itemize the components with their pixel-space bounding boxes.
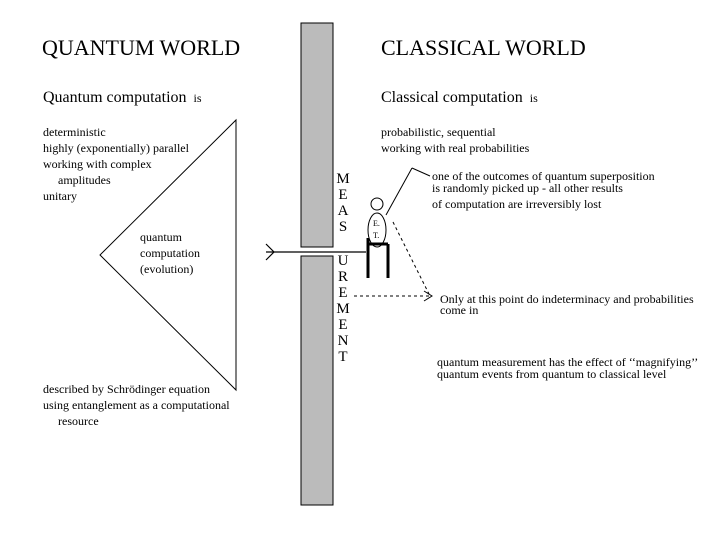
measurement-letter: E <box>338 317 348 333</box>
quantum-computation-triangle <box>99 118 237 392</box>
quantum-world-title: QUANTUM WORLD <box>42 35 241 60</box>
measurement-letter: E <box>338 187 348 203</box>
measurement-letter: T <box>338 349 348 365</box>
measurement-letter: U <box>337 253 349 269</box>
outcome-note-0: one of the outcomes of quantum superposi… <box>432 169 655 183</box>
outcome-pointer-line <box>411 167 431 177</box>
dashed-diagonal <box>392 221 431 297</box>
triangle-label-1: computation <box>140 246 200 260</box>
measurement-letter: M <box>336 171 350 187</box>
observer-badge-line-0: E. <box>373 219 380 228</box>
indeterminacy-note-1: come in <box>440 303 479 317</box>
arrowhead-right-icon <box>423 290 433 302</box>
measurement-wall-upper <box>300 22 334 248</box>
magnify-note-1: quantum events from quantum to classical… <box>437 367 667 381</box>
quantum-subtitle-is: is <box>193 91 202 105</box>
quantum-bottom-2: resource <box>58 414 99 428</box>
triangle-label-0: quantum <box>140 230 182 244</box>
quantum-property-3: amplitudes <box>58 173 111 187</box>
measurement-letter: N <box>337 333 349 349</box>
measurement-letter: E <box>338 285 348 301</box>
quantum-property-0: deterministic <box>43 125 106 139</box>
classical-subtitle-text: Classical computation <box>381 89 523 106</box>
measurement-letter: M <box>336 301 350 317</box>
outcome-note-1: is randomly picked up - all other result… <box>432 181 623 195</box>
measurement-letter: A <box>337 203 349 219</box>
classical-world-title: CLASSICAL WORLD <box>381 35 586 60</box>
quantum-bottom-1: using entanglement as a computational <box>43 398 230 412</box>
quantum-bottom-0: described by Schrödinger equation <box>43 382 210 396</box>
measurement-letter: R <box>337 269 348 285</box>
measurement-wall-lower <box>300 255 334 506</box>
magnify-note-0: quantum measurement has the effect of ‘‘… <box>437 355 699 369</box>
quantum-subtitle-text: Quantum computation <box>43 89 187 106</box>
measurement-letter: S <box>338 219 348 235</box>
indeterminacy-note-0: Only at this point do indeterminacy and … <box>440 292 694 306</box>
observer-badge-line-1: T. <box>373 231 380 240</box>
observer-to-outcome-line <box>385 167 413 216</box>
classical-property-0: probabilistic, sequential <box>381 125 496 139</box>
outcome-note-2: of computation are irreversibly lost <box>432 197 602 211</box>
observer-figure <box>366 197 390 278</box>
quantum-property-1: highly (exponentially) parallel <box>43 141 189 155</box>
classical-subtitle-is: is <box>529 91 538 105</box>
classical-computation-subtitle: Classical computation is <box>381 90 538 106</box>
quantum-property-2: working with complex <box>43 157 152 171</box>
quantum-property-4: unitary <box>43 189 77 203</box>
arrowhead-left-icon <box>265 243 275 261</box>
triangle-label-2: (evolution) <box>140 262 194 276</box>
classical-property-1: working with real probabilities <box>381 141 530 155</box>
quantum-computation-subtitle: Quantum computation is <box>43 90 202 106</box>
